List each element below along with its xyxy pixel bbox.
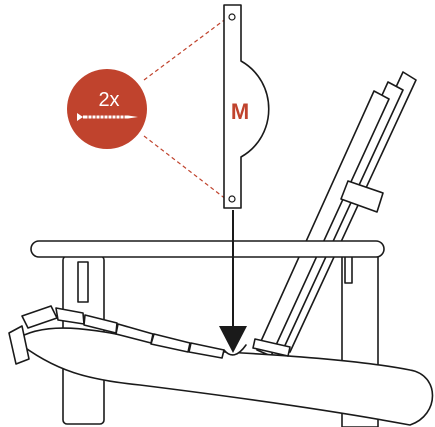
part-label: M	[231, 99, 249, 124]
insert-notch	[223, 344, 247, 356]
down-arrow-icon	[219, 210, 247, 353]
bracket-part: M	[223, 4, 270, 209]
callout-lines	[143, 14, 232, 204]
screw-icon	[77, 113, 138, 121]
quantity-badge: 2x	[67, 69, 147, 149]
seat-slats	[8, 305, 291, 365]
armrest	[30, 240, 385, 258]
quantity-label: 2x	[98, 89, 119, 111]
chair-backrest	[256, 71, 417, 357]
